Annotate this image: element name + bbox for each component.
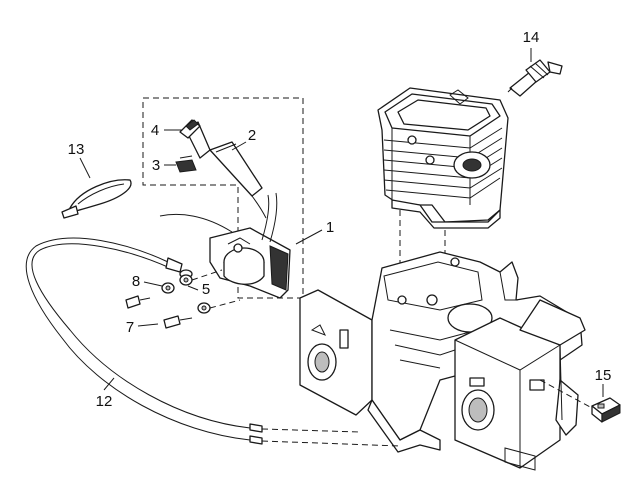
callout-5-leader — [187, 285, 199, 291]
wire-harness — [25, 237, 263, 445]
ht-lead-sleeve — [209, 141, 267, 219]
screw-guide-line — [209, 299, 241, 309]
callout-7: 7 — [126, 319, 134, 336]
harness-guide-line-a — [261, 428, 361, 433]
spring-contact — [175, 155, 197, 173]
callout-13: 13 — [68, 141, 85, 158]
callout-12-leader — [103, 377, 115, 391]
callout-3: 3 — [152, 157, 160, 174]
washer-guide-line — [191, 269, 223, 281]
spark-plug-boot — [179, 119, 211, 159]
coil-screws — [125, 295, 193, 329]
harness-guide-line-b — [261, 440, 401, 447]
washers-row — [161, 274, 211, 314]
callout-12: 12 — [96, 393, 113, 410]
callout-14: 14 — [523, 29, 540, 46]
callout-1: 1 — [326, 219, 334, 236]
callout-13-leader — [79, 157, 91, 179]
spark-plug — [507, 59, 563, 97]
cylinder — [377, 87, 509, 229]
crankcase-housing — [299, 251, 586, 471]
cable-tie — [61, 179, 132, 219]
coil-group-box — [142, 97, 304, 299]
callout-5: 5 — [202, 281, 210, 298]
callout-4: 4 — [151, 122, 159, 139]
callout-7-leader — [137, 323, 159, 327]
callout-2-leader — [231, 141, 247, 151]
callout-15: 15 — [595, 367, 612, 384]
stop-switch — [591, 397, 621, 423]
callout-1-leader — [295, 229, 323, 245]
callout-8: 8 — [132, 273, 140, 290]
callout-2: 2 — [248, 127, 256, 144]
ignition-coil — [159, 192, 291, 299]
callout-8-leader — [143, 281, 163, 287]
